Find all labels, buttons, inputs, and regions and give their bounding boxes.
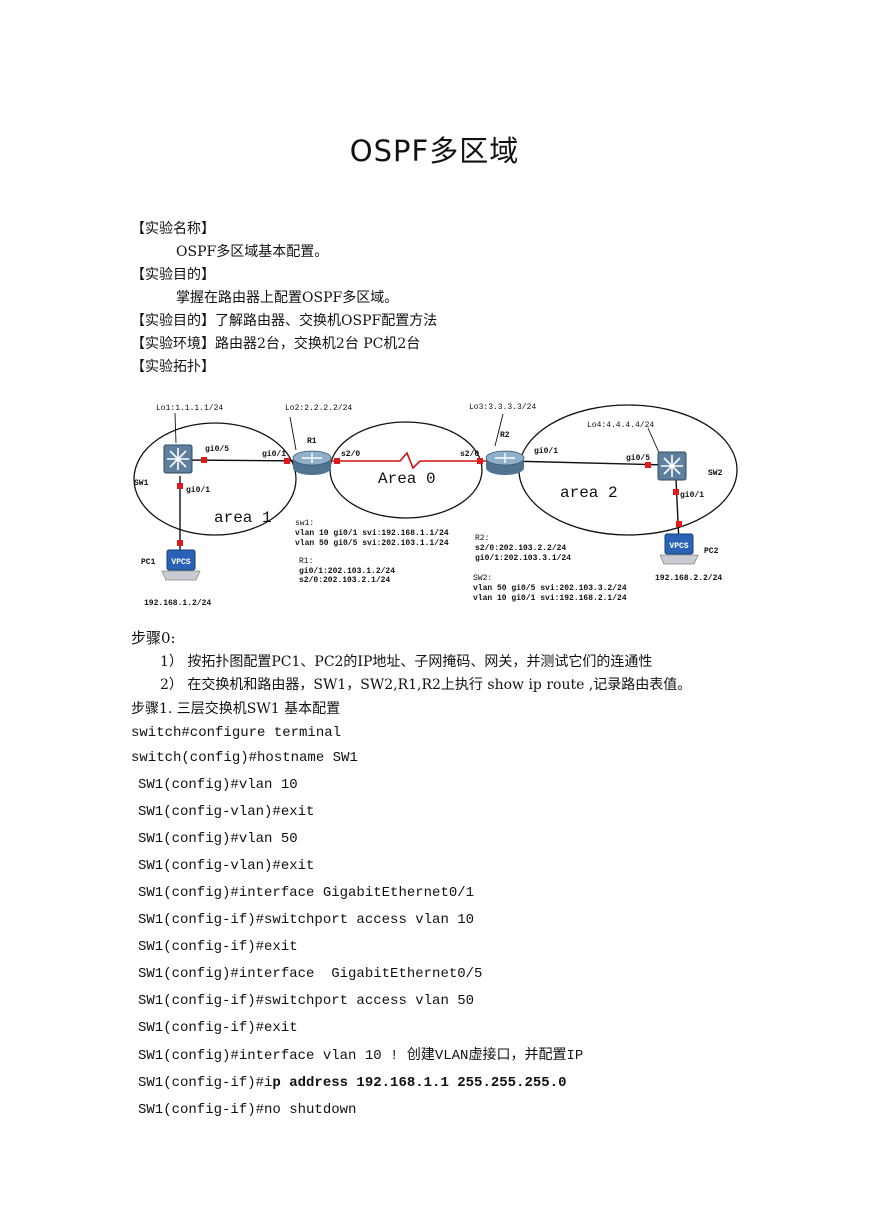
code-line: SW1(config)#vlan 50 (138, 831, 298, 847)
r1-s20-label: s2/0 (341, 450, 360, 459)
code-ip-prefix: SW1(config-if)#i (138, 1075, 273, 1091)
sw2-info-line: vlan 10 gi0/1 svi:192.168.2.1/24 (473, 594, 627, 603)
sw1-label: SW1 (134, 479, 149, 488)
page-title: OSPF多区域 (349, 134, 520, 168)
lo2-label: Lo2:2.2.2.2/24 (285, 404, 352, 413)
code-ip-bold: p address 192.168.1.1 255.255.255.0 (272, 1075, 567, 1091)
r1-info-line: R1: (299, 557, 313, 566)
lo4-label: Lo4:4.4.4.4/24 (587, 421, 654, 430)
step0-item-2: 2） 在交换机和路由器，SW1，SW2,R1,R2上执行 show ip rou… (160, 677, 692, 693)
pc1-icon: VPCS (161, 549, 201, 581)
code-line: SW1(config-if)#switchport access vlan 10 (138, 912, 475, 928)
switch-sw1-icon (163, 444, 193, 474)
r1-info-line: s2/0:202.103.2.1/24 (299, 576, 390, 585)
lo1-label: Lo1:1.1.1.1/24 (156, 404, 223, 413)
section-heading-name: 【实验名称】 (131, 221, 215, 237)
area1-label: area 1 (214, 509, 272, 527)
sw2-info-line: SW2: (473, 574, 492, 583)
router-r2-icon (485, 450, 525, 475)
sw2-gi05-label: gi0/5 (626, 454, 650, 463)
code-line: SW1(config-if)#no shutdown (138, 1102, 357, 1118)
r2-s20-label: s2/0 (460, 450, 479, 459)
code-line: switch#configure terminal (131, 725, 342, 741)
sw2-gi01-label: gi0/1 (680, 491, 704, 500)
code-line: SW1(config-if)#switchport access vlan 50 (138, 993, 475, 1009)
code-line-ip-address: SW1(config-if)#ip address 192.168.1.1 25… (138, 1073, 566, 1093)
section-body-purpose: 掌握在路由器上配置OSPF多区域。 (176, 290, 399, 306)
r2-label: R2 (500, 431, 510, 440)
step0-title: 步骤0: (131, 629, 176, 647)
pc2-vpcs-label: VPCS (669, 542, 688, 551)
step1-title: 步骤1. 三层交换机SW1 基本配置 (131, 701, 341, 717)
sw1-info-line: sw1: (295, 519, 314, 528)
sw1-gi05-label: gi0/5 (205, 445, 229, 454)
code-line: SW1(config)#interface vlan 10 ! 创建VLAN虚接… (138, 1048, 584, 1064)
sw1-info-line: vlan 10 gi0/1 svi:192.168.1.1/24 (295, 529, 449, 538)
section-body-name: OSPF多区域基本配置。 (176, 244, 329, 260)
section-purpose-2: 【实验目的】了解路由器、交换机OSPF配置方法 (131, 313, 438, 329)
code-line: SW1(config-vlan)#exit (138, 858, 315, 874)
section-heading-purpose: 【实验目的】 (131, 267, 215, 283)
r1-gi01-label: gi0/1 (262, 450, 286, 459)
sw2-info-line: vlan 50 gi0/5 svi:202.103.3.2/24 (473, 584, 627, 593)
lo3-label: Lo3:3.3.3.3/24 (469, 403, 536, 412)
r1-label: R1 (307, 437, 317, 446)
pc1-label: PC1 (141, 558, 156, 567)
area0-label: Area 0 (378, 470, 436, 488)
sw1-gi01-label: gi0/1 (186, 486, 210, 495)
r1-info-line: gi0/1:202.103.1.2/24 (299, 567, 395, 576)
code-line: switch(config)#hostname SW1 (131, 750, 358, 766)
code-line: SW1(config)#interface GigabitEthernet0/1 (138, 885, 475, 901)
serial-link (314, 451, 503, 470)
network-topology-diagram: VPCS VPCS Lo1:1.1.1.1/24 Lo2:2.2.2.2/24 … (133, 403, 738, 608)
pc1-vpcs-label: VPCS (171, 558, 190, 567)
pc1-ip-label: 192.168.1.2/24 (144, 599, 211, 608)
area2-label: area 2 (560, 484, 618, 502)
router-r1-icon (292, 450, 332, 475)
area1-ellipse (133, 422, 297, 536)
code-line: SW1(config)#interface GigabitEthernet0/5 (138, 966, 483, 982)
section-topology-heading: 【实验拓扑】 (131, 359, 215, 375)
code-line: SW1(config-if)#exit (138, 1020, 298, 1036)
section-environment: 【实验环境】路由器2台，交换机2台 PC机2台 (131, 336, 421, 352)
switch-sw2-icon (657, 451, 687, 481)
step0-item-1: 1） 按拓扑图配置PC1、PC2的IP地址、子网掩码、网关，并测试它们的连通性 (160, 654, 653, 670)
sw2-label: SW2 (708, 469, 723, 478)
pc2-ip-label: 192.168.2.2/24 (655, 574, 722, 583)
r2-info-line: gi0/1:202.103.3.1/24 (475, 554, 571, 563)
code-line: SW1(config-if)#exit (138, 939, 298, 955)
r2-gi01-label: gi0/1 (534, 447, 558, 456)
pc2-icon: VPCS (659, 533, 699, 565)
r2-info-line: R2: (475, 534, 489, 543)
pc2-label: PC2 (704, 547, 719, 556)
r2-info-line: s2/0:202.103.2.2/24 (475, 544, 566, 553)
code-line: SW1(config-vlan)#exit (138, 804, 315, 820)
code-line: SW1(config)#vlan 10 (138, 777, 298, 793)
sw1-info-line: vlan 50 gi0/5 svi:202.103.1.1/24 (295, 539, 449, 548)
